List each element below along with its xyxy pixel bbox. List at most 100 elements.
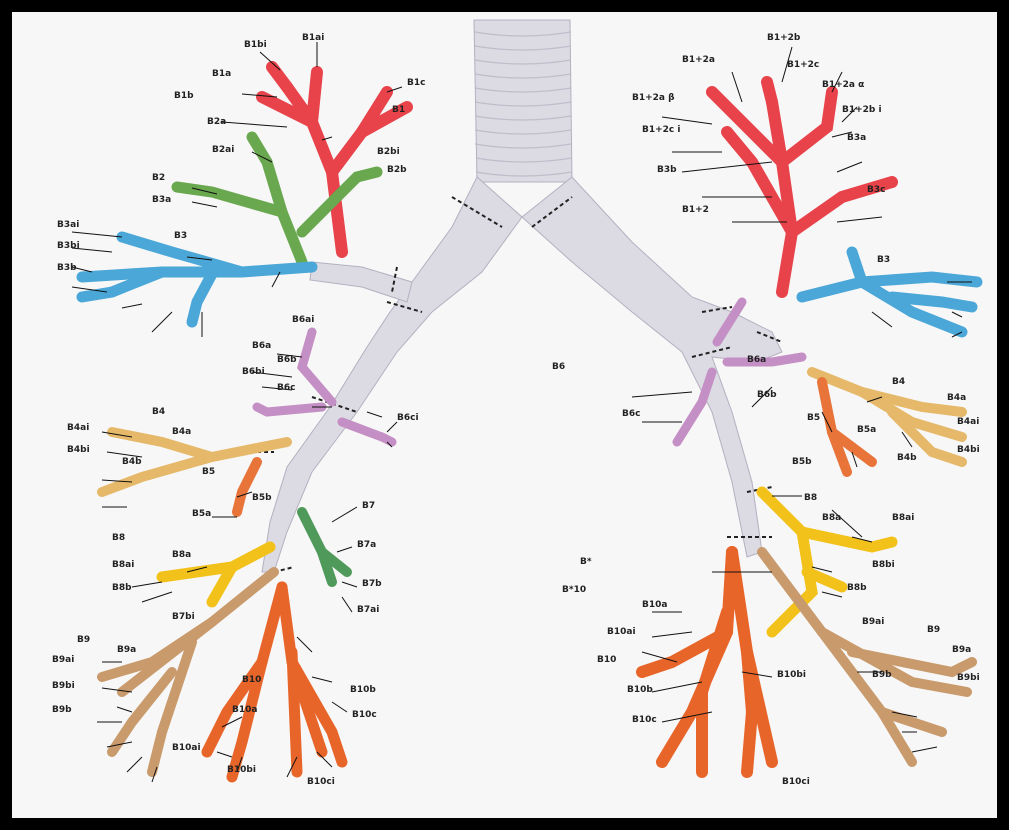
label-b2a: B2a — [207, 117, 226, 127]
label-b7: B7 — [362, 501, 375, 511]
label-r-b12: B1+2 — [682, 205, 709, 215]
bronchial-tree-diagram: B1bi B1ai B1a B1c B1b B1 B2a B2ai B2bi B… — [12, 12, 997, 818]
label-b4ai: B4ai — [67, 423, 89, 433]
label-b10ci: B10ci — [307, 777, 335, 787]
label-r-b9b: B9b — [872, 670, 892, 680]
label-b2ai: B2ai — [212, 145, 234, 155]
label-b6ai: B6ai — [292, 315, 314, 325]
label-r-b10c: B10c — [632, 715, 657, 725]
label-b7bi: B7bi — [172, 612, 195, 622]
label-r-b12ci: B1+2c i — [642, 125, 680, 135]
label-r-b9bi: B9bi — [957, 673, 980, 683]
label-r-b12a-beta: B1+2a β — [632, 93, 675, 103]
label-b7a: B7a — [357, 540, 376, 550]
label-b5b: B5b — [252, 493, 272, 503]
label-b1: B1 — [392, 105, 405, 115]
label-b1bi: B1bi — [244, 40, 267, 50]
label-r-b10b: B10b — [627, 685, 653, 695]
right-lower-labels: B8 B8a B8ai B8bi B8b B9ai B9 B9a B9bi B9… — [597, 493, 980, 787]
label-b4: B4 — [152, 407, 165, 417]
label-b9: B9 — [77, 635, 90, 645]
label-b6b: B6b — [277, 355, 297, 365]
right-segment-10-branches — [642, 552, 772, 772]
label-b3a: B3a — [152, 195, 171, 205]
label-r-b6c: B6c — [622, 409, 640, 419]
label-r-b6b: B6b — [757, 390, 777, 400]
label-b1ai: B1ai — [302, 33, 324, 43]
label-b3: B3 — [174, 231, 187, 241]
label-r-b12c: B1+2c — [787, 60, 819, 70]
label-r-b4ai: B4ai — [957, 417, 979, 427]
label-b6ci: B6ci — [397, 413, 419, 423]
label-b9a: B9a — [117, 645, 136, 655]
label-bstar-center: B* — [580, 557, 592, 567]
label-r-b4a: B4a — [947, 393, 966, 403]
trachea — [474, 20, 572, 182]
label-b8: B8 — [112, 533, 125, 543]
label-r-b5b: B5b — [792, 457, 812, 467]
label-b7ai: B7ai — [357, 605, 379, 615]
label-b3bi: B3bi — [57, 241, 80, 251]
label-r-b5: B5 — [807, 413, 820, 423]
label-r-b10ai: B10ai — [607, 627, 636, 637]
label-b5: B5 — [202, 467, 215, 477]
label-r-b4b: B4b — [897, 453, 917, 463]
left-segment-9-branches — [102, 572, 274, 772]
label-r-b12a-alpha: B1+2a α — [822, 80, 864, 90]
label-b9ai: B9ai — [52, 655, 74, 665]
label-r-b9: B9 — [927, 625, 940, 635]
label-r-b10ci: B10ci — [782, 777, 810, 787]
label-b3b: B3b — [57, 263, 77, 273]
label-b8ai: B8ai — [112, 560, 134, 570]
label-b4b: B4b — [122, 457, 142, 467]
label-r-b3: B3 — [877, 255, 890, 265]
label-b6c: B6c — [277, 383, 295, 393]
label-b1a: B1a — [212, 69, 231, 79]
label-r-b10a: B10a — [642, 600, 667, 610]
label-b2bi: B2bi — [377, 147, 400, 157]
label-b9bi: B9bi — [52, 681, 75, 691]
label-b8b: B8b — [112, 583, 132, 593]
label-b6bi: B6bi — [242, 367, 265, 377]
diagram-frame: B1bi B1ai B1a B1c B1b B1 B2a B2ai B2bi B… — [12, 12, 997, 818]
left-upper-labels: B1bi B1ai B1a B1c B1b B1 B2a B2ai B2bi B… — [57, 33, 425, 273]
label-b2: B2 — [152, 173, 165, 183]
label-r-b3b: B3b — [657, 165, 677, 175]
label-r-b8ai: B8ai — [892, 513, 914, 523]
label-b6-center: B6 — [552, 362, 565, 372]
left-segment-7-branches — [302, 512, 347, 582]
label-r-b12a: B1+2a — [682, 55, 715, 65]
label-b7b: B7b — [362, 579, 382, 589]
label-b4bi: B4bi — [67, 445, 90, 455]
label-r-b9a: B9a — [952, 645, 971, 655]
label-r-b4bi: B4bi — [957, 445, 980, 455]
label-r-b6a: B6a — [747, 355, 766, 365]
label-b3ai: B3ai — [57, 220, 79, 230]
label-b9b: B9b — [52, 705, 72, 715]
label-r-b12bi: B1+2b i — [842, 105, 882, 115]
label-r-b8a: B8a — [822, 513, 841, 523]
label-b6a: B6a — [252, 341, 271, 351]
label-r-b8: B8 — [804, 493, 817, 503]
right-segment-9-branches — [762, 552, 972, 762]
label-r-b8b: B8b — [847, 583, 867, 593]
label-r-b8bi: B8bi — [872, 560, 895, 570]
label-b10-center: B*10 — [562, 585, 586, 595]
label-r-b10bi: B10bi — [777, 670, 806, 680]
label-b4a: B4a — [172, 427, 191, 437]
label-b2b: B2b — [387, 165, 407, 175]
label-b10c: B10c — [352, 710, 377, 720]
label-r-b10: B10 — [597, 655, 616, 665]
label-b10: B10 — [242, 675, 261, 685]
center-labels: B6 B* B*10 — [552, 362, 592, 595]
label-b5a: B5a — [192, 509, 211, 519]
left-segment-5-branches — [237, 462, 257, 512]
label-b8a: B8a — [172, 550, 191, 560]
label-r-b5a: B5a — [857, 425, 876, 435]
left-segment-3-branches — [82, 237, 312, 322]
label-b10a: B10a — [232, 705, 257, 715]
label-b10ai: B10ai — [172, 743, 201, 753]
label-r-b3c: B3c — [867, 185, 885, 195]
label-b1c: B1c — [407, 78, 425, 88]
label-b1b: B1b — [174, 91, 194, 101]
